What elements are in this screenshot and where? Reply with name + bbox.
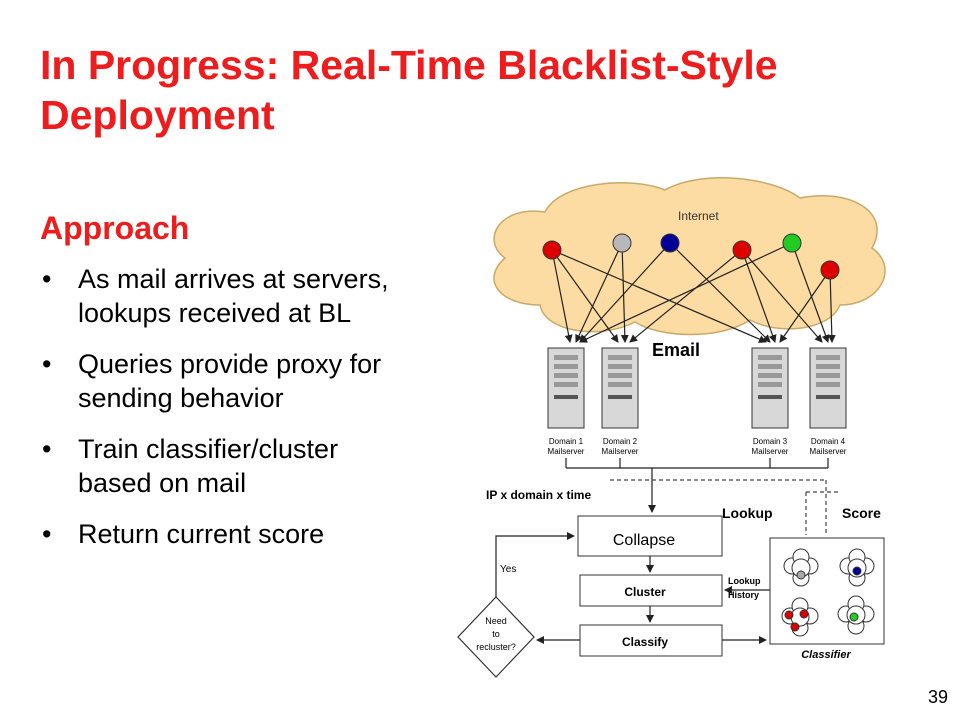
page-number: 39	[927, 687, 948, 707]
classifier-clusters	[781, 548, 875, 637]
bullet-item: • Return current score	[40, 517, 400, 551]
yes-loop-arrow	[495, 532, 575, 597]
approach-bullet-list: • As mail arrives at servers, lookups rec…	[40, 262, 400, 568]
decision-label-line1: Need	[485, 616, 507, 626]
bullet-icon: •	[42, 264, 52, 294]
bullet-icon: •	[42, 349, 52, 379]
classifier-point	[796, 570, 806, 580]
approach-heading: Approach	[40, 210, 190, 246]
classifier-point	[849, 612, 859, 622]
bullet-text: Queries provide proxy for sending behavi…	[78, 349, 382, 413]
host-to-server-arrows	[551, 242, 836, 343]
classify-label: Classify	[622, 635, 668, 649]
bullet-text: Return current score	[78, 519, 325, 549]
decision-label-line2: to	[492, 629, 500, 639]
recluster-decision-diamond	[457, 596, 535, 678]
classifier-point	[852, 566, 862, 576]
lookup-history-label-line2: History	[728, 590, 759, 600]
decision-label-line3: recluster?	[476, 642, 516, 652]
bullet-item: • As mail arrives at servers, lookups rec…	[40, 262, 400, 330]
host-node	[820, 260, 840, 280]
mailserver-2-label-line2: Mailserver	[602, 447, 639, 456]
lookup-label: Lookup	[722, 505, 773, 521]
bullet-item: • Train classifier/cluster based on mail	[40, 432, 400, 500]
classifier-box	[769, 537, 885, 645]
cluster-box	[579, 574, 723, 607]
mailserver-1-label-line1: Domain 1	[549, 437, 584, 446]
mailserver-2-label-line1: Domain 2	[603, 437, 638, 446]
host-node	[612, 233, 632, 253]
collapse-label: Collapse	[613, 532, 675, 549]
classifier-point	[790, 622, 800, 632]
classifier-point	[799, 609, 809, 619]
bullet-text: As mail arrives at servers, lookups rece…	[78, 264, 389, 328]
bullet-icon: •	[42, 519, 52, 549]
mailserver-3-label-line2: Mailserver	[752, 447, 789, 456]
lookup-history-label-line1: Lookup	[728, 576, 761, 586]
mailserver-3-icon	[751, 347, 789, 429]
classifier-point	[784, 610, 794, 620]
mailserver-1-label-line2: Mailserver	[548, 447, 585, 456]
score-label: Score	[842, 505, 881, 521]
mailserver-3-label-line1: Domain 3	[753, 437, 788, 446]
lookup-bus-lines	[565, 458, 829, 513]
collapse-box	[577, 515, 723, 557]
classify-box	[579, 624, 723, 657]
blacklist-deployment-diagram: Internet Email	[457, 177, 886, 678]
host-node	[660, 233, 680, 253]
mailserver-4-label-line1: Domain 4	[811, 437, 846, 446]
mailserver-4-label-line2: Mailserver	[810, 447, 847, 456]
ip-domain-time-label: IP x domain x time	[486, 488, 591, 502]
lookup-score-dashed-lines	[610, 479, 840, 535]
internet-label: Internet	[678, 209, 719, 223]
email-label: Email	[652, 340, 700, 360]
host-node	[542, 240, 562, 260]
bullet-item: • Queries provide proxy for sending behav…	[40, 347, 400, 415]
mailserver-1-icon	[547, 347, 585, 429]
bullet-text: Train classifier/cluster based on mail	[78, 434, 339, 498]
bullet-icon: •	[42, 434, 52, 464]
mailserver-2-icon	[601, 347, 639, 429]
slide-title: In Progress: Real-Time Blacklist-Style D…	[40, 42, 778, 138]
host-node	[782, 233, 802, 253]
yes-label: Yes	[500, 564, 516, 575]
host-node	[732, 240, 752, 260]
mailserver-4-icon	[809, 347, 847, 429]
cluster-label: Cluster	[624, 585, 666, 599]
classifier-label: Classifier	[801, 649, 851, 661]
